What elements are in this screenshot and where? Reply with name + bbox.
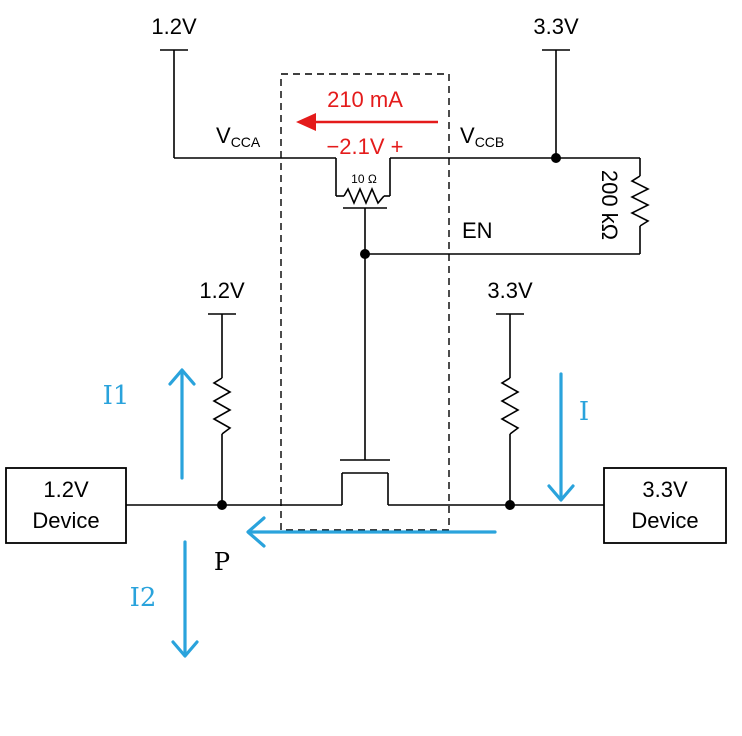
enable-line: EN xyxy=(360,208,640,460)
enable-label: EN xyxy=(462,218,493,243)
sense-resistor-zigzag xyxy=(343,186,385,206)
current-arrow-head xyxy=(296,113,316,131)
device-b: 3.3V Device xyxy=(603,467,727,544)
device-b-box xyxy=(603,467,727,544)
i1-label: I1 xyxy=(103,381,130,411)
vccb-junction-dot xyxy=(551,153,561,163)
pullup-b-supply-label: 3.3V xyxy=(487,278,533,303)
pulldown-resistor-zigzag xyxy=(630,175,650,227)
pullup-b-zigzag xyxy=(500,377,520,435)
vccb-supply-label: 3.3V xyxy=(533,14,579,39)
vccb-supply: 3.3V xyxy=(533,14,579,158)
device-a-line1: 1.2V xyxy=(43,477,89,502)
i2-arrow: I2 xyxy=(130,540,199,658)
node-p-label: P xyxy=(214,548,230,576)
vcca-supply: 1.2V xyxy=(151,14,197,158)
voltage-drop-label: −2.1V + xyxy=(326,134,403,159)
return-flow-arrow xyxy=(246,516,497,548)
pulldown-resistor: 200 kΩ xyxy=(597,158,650,254)
i-arrow: I xyxy=(547,372,589,502)
pulldown-resistor-label: 200 kΩ xyxy=(597,170,622,240)
ic-boundary xyxy=(280,73,450,531)
vcca-pin-label: VCCA xyxy=(216,123,261,150)
i-label: I xyxy=(579,397,589,427)
i2-arrow-head xyxy=(171,640,199,658)
current-value-label: 210 mA xyxy=(327,87,403,112)
vcca-supply-label: 1.2V xyxy=(151,14,197,39)
pullup-a-zigzag xyxy=(212,377,232,435)
vcc-rail: 10 Ω xyxy=(174,153,640,206)
i1-arrow: I1 xyxy=(103,368,196,480)
device-a-line2: Device xyxy=(32,508,99,533)
current-annotation: 210 mA −2.1V + xyxy=(296,87,438,159)
vccb-pin-label: VCCB xyxy=(460,123,504,150)
pullup-b: 3.3V xyxy=(487,278,533,505)
pass-transistor xyxy=(340,459,390,505)
device-b-line2: Device xyxy=(631,508,698,533)
device-b-line1: 3.3V xyxy=(642,477,688,502)
i1-arrow-head xyxy=(168,368,196,386)
device-a-box xyxy=(5,467,127,544)
sense-resistor-label: 10 Ω xyxy=(351,172,377,186)
device-a: 1.2V Device xyxy=(5,467,127,544)
i-arrow-head xyxy=(547,484,575,502)
signal-line xyxy=(126,500,604,510)
pullup-a: 1.2V xyxy=(199,278,245,505)
i2-label: I2 xyxy=(130,583,157,613)
return-flow-arrow-head xyxy=(246,516,266,548)
pullup-a-supply-label: 1.2V xyxy=(199,278,245,303)
